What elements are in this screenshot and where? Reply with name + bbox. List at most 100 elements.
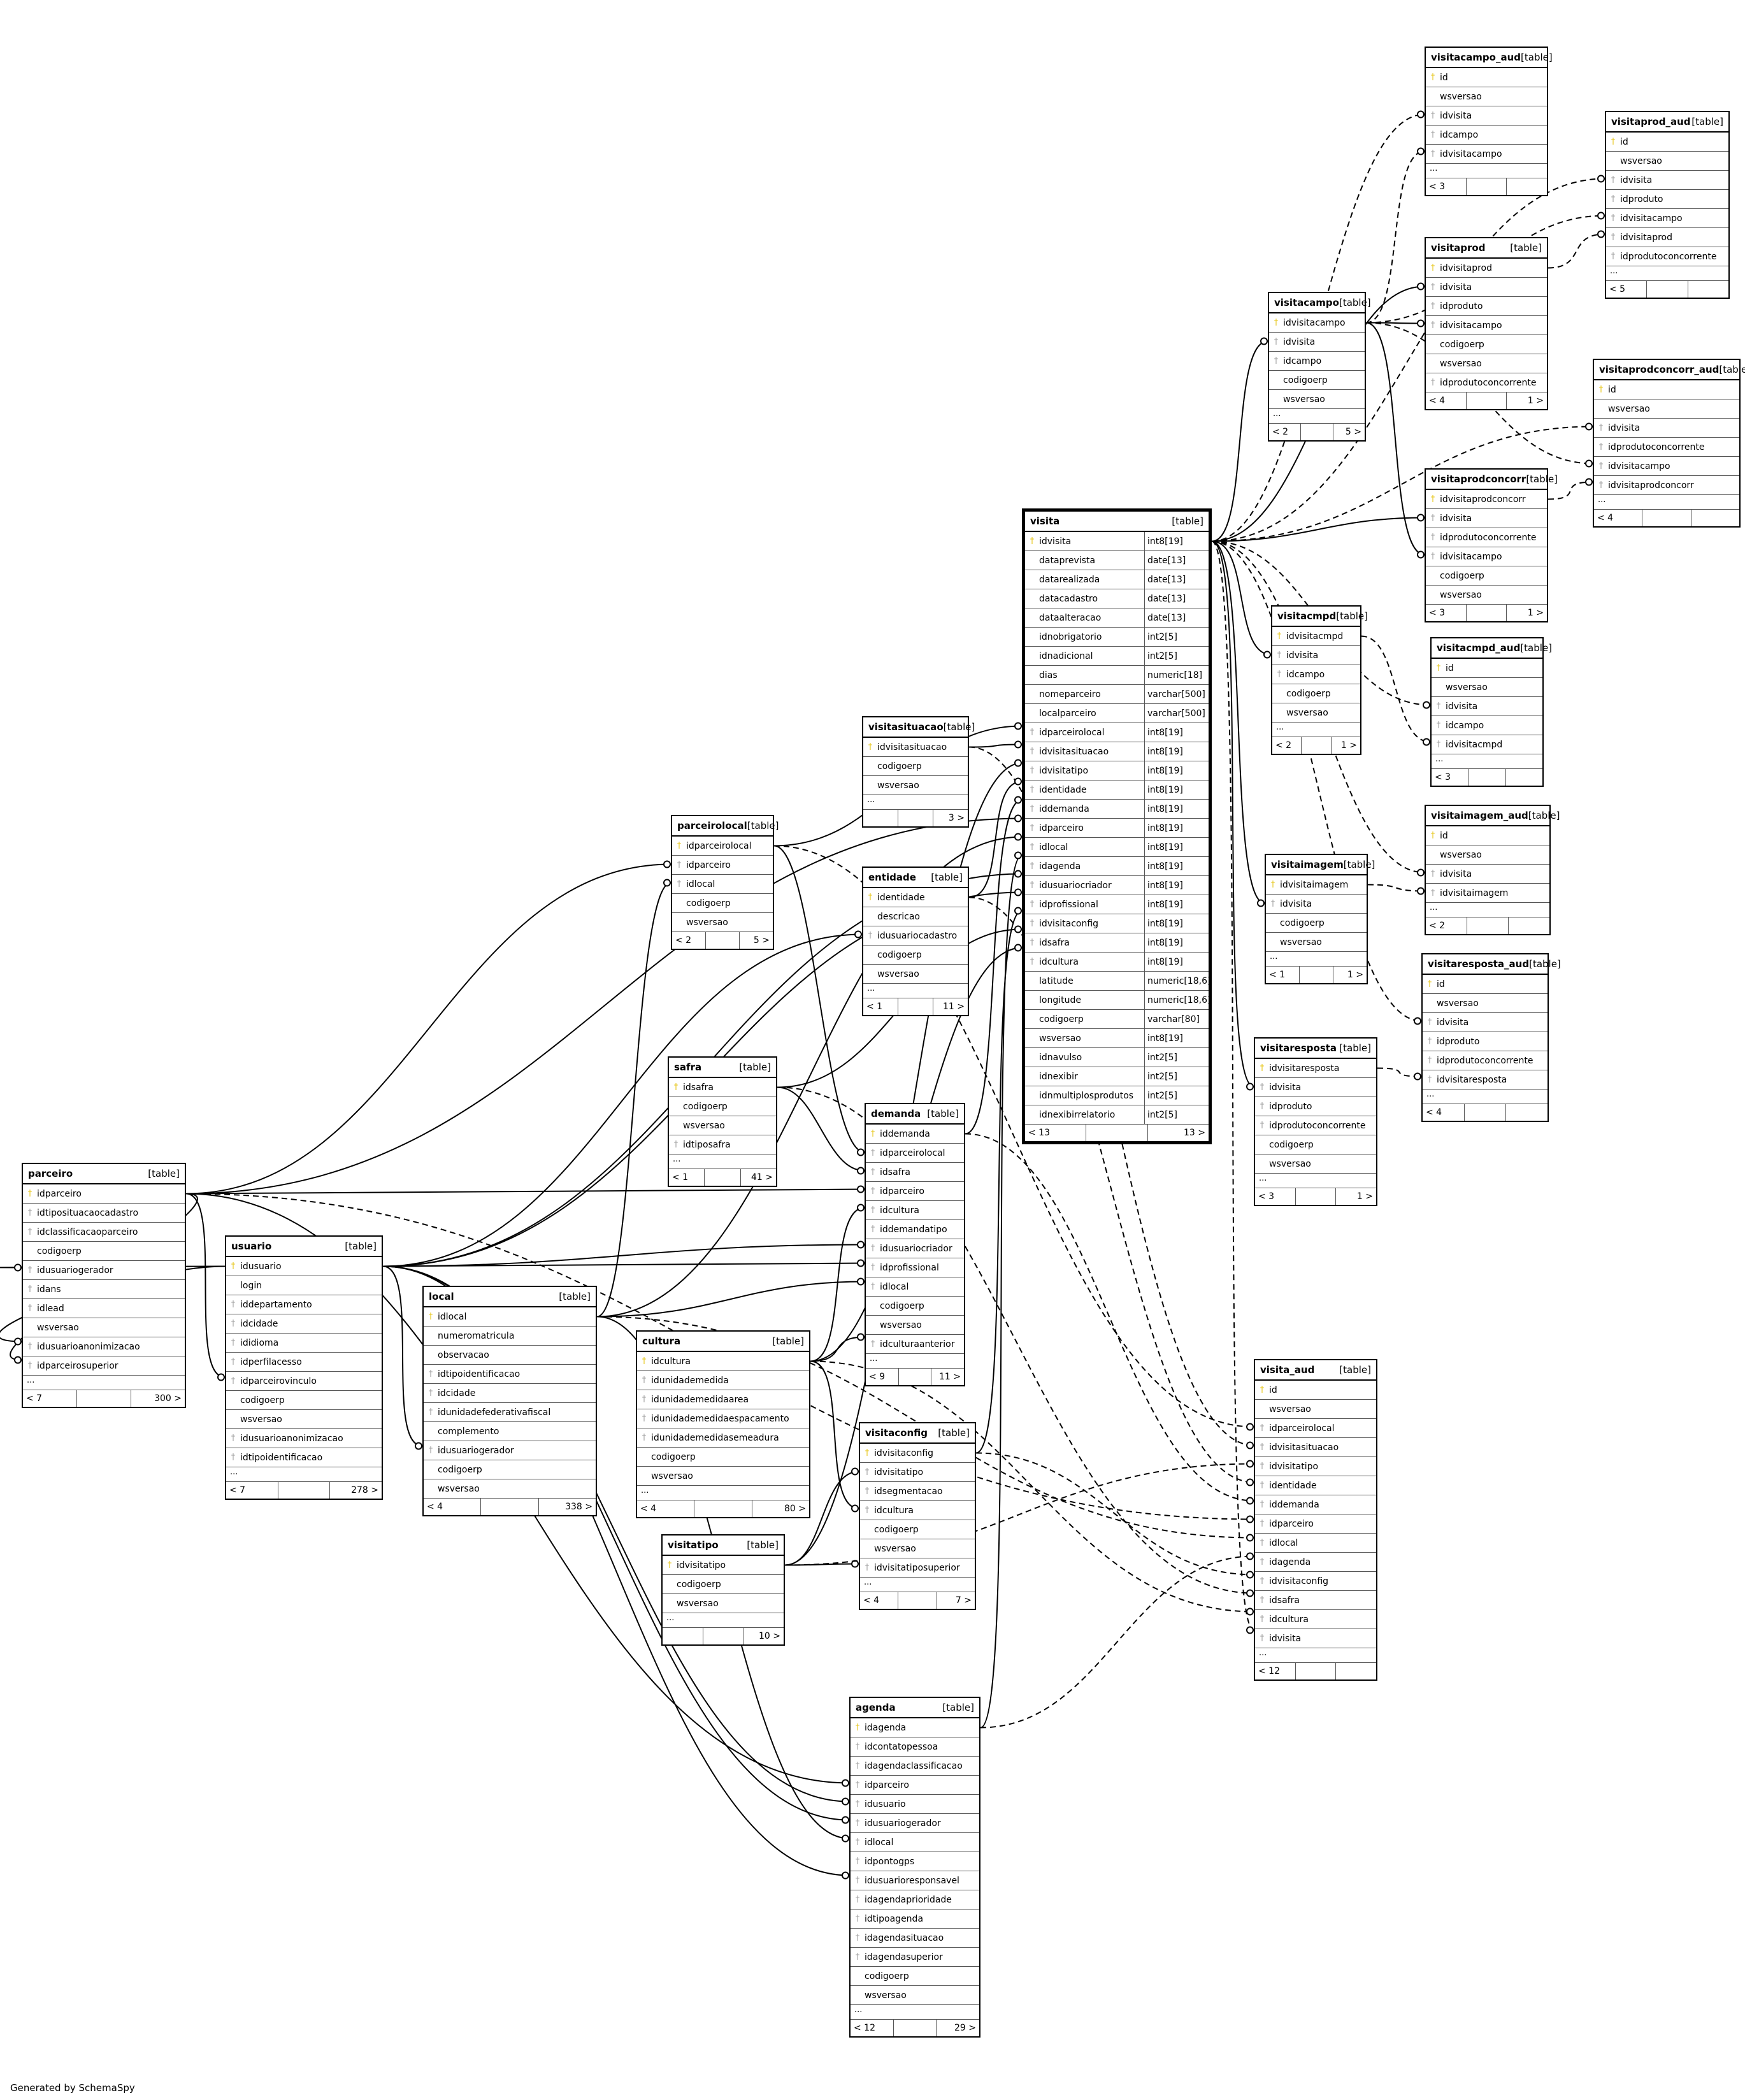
column-row[interactable]: wsversao [1426, 586, 1547, 605]
column-row[interactable]: †idcampo [1272, 665, 1360, 684]
column-row[interactable]: †idusuarioanonimizacao [23, 1337, 185, 1356]
column-row[interactable]: †idproduto [1606, 190, 1728, 209]
column-row[interactable]: †idvisitaprodconcorr [1594, 476, 1739, 495]
column-row[interactable]: wsversao [863, 965, 968, 984]
column-row[interactable]: codigoerp [23, 1242, 185, 1261]
column-row[interactable]: †idunidadefederativafiscal [424, 1403, 596, 1422]
column-row[interactable]: †idusuariocadastro [863, 926, 968, 946]
column-row[interactable]: †idvisitaresposta [1255, 1059, 1376, 1078]
column-row[interactable]: †id [1426, 68, 1547, 87]
column-row[interactable]: codigoerp [637, 1448, 809, 1467]
column-row[interactable]: wsversao [637, 1467, 809, 1486]
column-row[interactable]: †idlead [23, 1299, 185, 1318]
column-row[interactable]: †idparceiro [866, 1182, 964, 1201]
column-row[interactable]: †idproduto [1423, 1032, 1548, 1051]
column-row[interactable]: †idvisitatipo [860, 1463, 975, 1482]
column-row[interactable]: codigoerp [1272, 684, 1360, 703]
column-row[interactable]: †idvisitacampo [1426, 316, 1547, 335]
column-row[interactable]: wsversao [866, 1316, 964, 1335]
column-row[interactable]: †idsafra [866, 1163, 964, 1182]
column-row[interactable]: †idtipoagenda [851, 1909, 979, 1929]
column-row[interactable]: †idvisitaprod [1426, 259, 1547, 278]
column-row[interactable]: †idlocal [1255, 1534, 1376, 1553]
column-row[interactable]: †id [1432, 659, 1542, 678]
column-row[interactable]: †idcontatopessoa [851, 1737, 979, 1757]
column-row[interactable]: †idvisitaimagem [1426, 884, 1549, 903]
column-row[interactable]: †idtiposituacaocadastro [23, 1204, 185, 1223]
column-row[interactable]: †identidade [863, 888, 968, 907]
column-row[interactable]: †idvisita [1594, 419, 1739, 438]
column-row[interactable]: descricao [863, 907, 968, 926]
column-row[interactable]: †idagendaprioridade [851, 1890, 979, 1909]
column-row[interactable]: wsversao [860, 1539, 975, 1558]
column-row[interactable]: †idtiposafra [669, 1135, 776, 1154]
column-row[interactable]: †idusuariogerador [23, 1261, 185, 1280]
column-row[interactable]: †idvisita [1606, 171, 1728, 190]
column-row[interactable]: †idparceirolocal [672, 837, 773, 856]
table-visitaprodconcorr[interactable]: visitaprodconcorr[table]†idvisitaprodcon… [1425, 468, 1558, 622]
column-row[interactable]: †iddemanda [866, 1125, 964, 1144]
column-row[interactable]: codigoerp [863, 757, 968, 776]
column-row[interactable]: wsversao [851, 1986, 979, 2005]
column-row[interactable]: †idagenda [851, 1718, 979, 1737]
column-row[interactable]: wsversao [663, 1594, 784, 1613]
column-row[interactable]: codigoerp [226, 1391, 382, 1410]
column-row[interactable]: †idvisita [1426, 865, 1549, 884]
column-row[interactable]: wsversao [1426, 845, 1549, 865]
column-row[interactable]: †iddemandatipo [866, 1220, 964, 1239]
column-row[interactable]: wsversao [1426, 354, 1547, 373]
column-row[interactable]: †idusuarioresponsavel [851, 1871, 979, 1890]
column-row[interactable]: †idvisita [1255, 1629, 1376, 1648]
column-row[interactable]: †idparceirosuperior [23, 1356, 185, 1376]
column-row[interactable]: †idvisitacampo [1606, 209, 1728, 228]
column-row[interactable]: †idusuarioanonimizacao [226, 1429, 382, 1448]
column-row[interactable]: †idvisitacmpd [1272, 627, 1360, 646]
column-row[interactable]: †idperfilacesso [226, 1353, 382, 1372]
column-row[interactable]: †idvisitaconfig [1255, 1572, 1376, 1591]
column-row[interactable]: wsversao [1272, 703, 1360, 723]
column-row[interactable]: observacao [424, 1346, 596, 1365]
column-row[interactable]: †idlocal [866, 1277, 964, 1297]
column-row[interactable]: †idcampo [1269, 352, 1365, 371]
column-row[interactable]: †idtipoidentificacao [424, 1365, 596, 1384]
table-visitaprodconcorr-aud[interactable]: visitaprodconcorr_aud[table]†idwsversao†… [1593, 359, 1745, 528]
column-row[interactable]: †idprofissional [866, 1258, 964, 1277]
column-row[interactable]: †idparceiro [851, 1776, 979, 1795]
column-row[interactable]: †idcampo [1426, 126, 1547, 145]
column-row[interactable]: †idsafra [1255, 1591, 1376, 1610]
column-row[interactable]: †idparceiro [23, 1184, 185, 1204]
column-row[interactable]: numeromatricula [424, 1327, 596, 1346]
column-row[interactable]: †idvisitasituacao [1255, 1438, 1376, 1457]
column-row[interactable]: †idsegmentacao [860, 1482, 975, 1501]
column-row[interactable]: †idvisita [1423, 1013, 1548, 1032]
table-visitacampo[interactable]: visitacampo[table]†idvisitacampo†idvisit… [1268, 292, 1371, 442]
column-row[interactable]: †idunidademedidaarea [637, 1390, 809, 1409]
column-row[interactable]: †idusuario [851, 1795, 979, 1814]
column-row[interactable]: codigoerp [851, 1967, 979, 1986]
table-visitacmpd[interactable]: visitacmpd[table]†idvisitacmpd†idvisita†… [1271, 605, 1368, 755]
column-row[interactable]: wsversao [1423, 994, 1548, 1013]
table-parceirolocal[interactable]: parceirolocal[table]†idparceirolocal†idp… [671, 815, 779, 950]
column-row[interactable]: †idprodutoconcorrente [1606, 247, 1728, 266]
